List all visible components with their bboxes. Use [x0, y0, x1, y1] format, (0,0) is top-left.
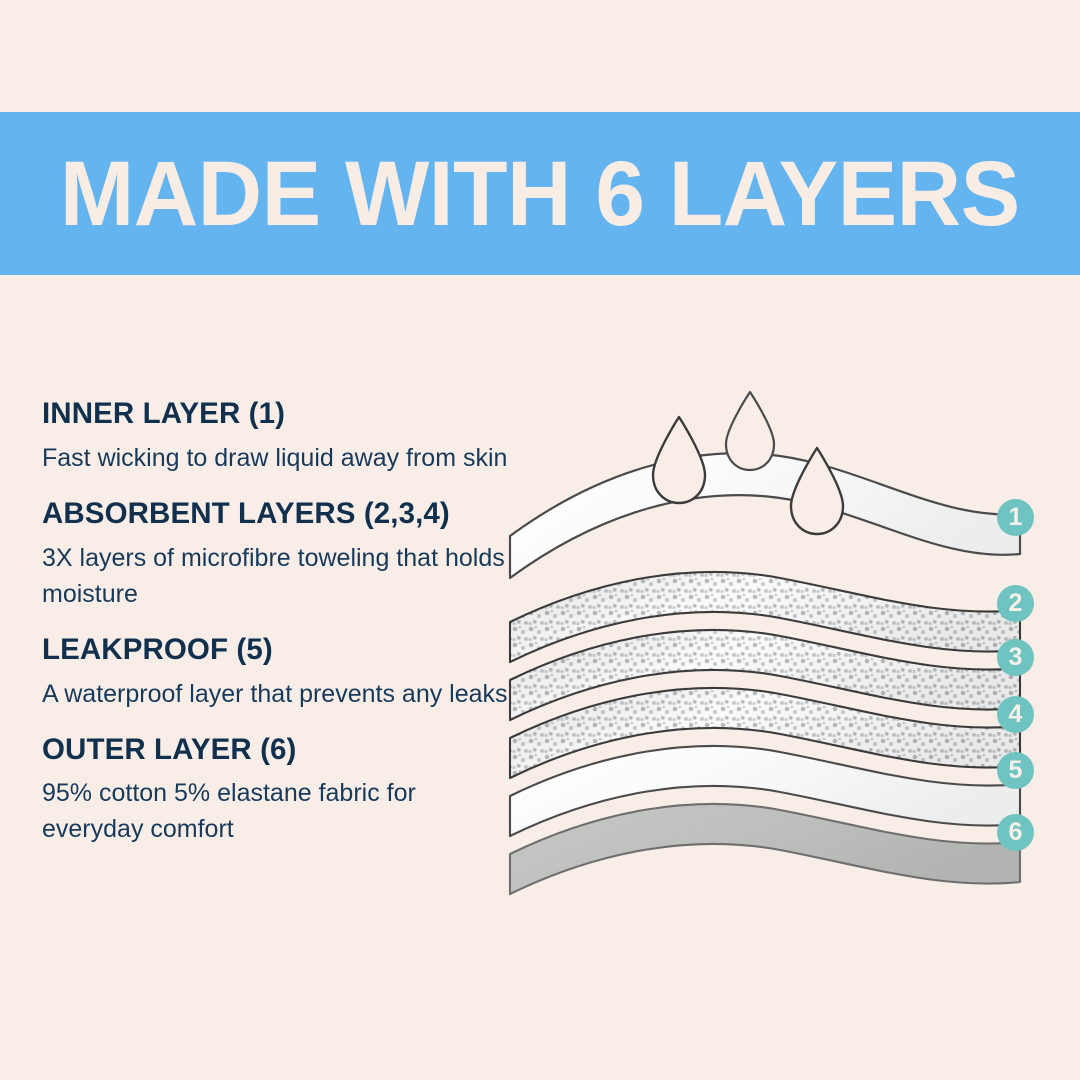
layer-section-inner: INNER LAYER (1) Fast wicking to draw liq…: [42, 398, 517, 476]
layer-section-title: INNER LAYER (1): [42, 397, 286, 430]
layer-1-inner: [508, 452, 1022, 580]
layer-section-outer: OUTER LAYER (6) 95% cotton 5% elastane f…: [42, 732, 517, 848]
layer-6-outer: [508, 802, 1022, 896]
layer-badge-4: 4: [997, 696, 1034, 733]
layer-section-title: OUTER LAYER (6): [42, 732, 297, 766]
layer-description-list: INNER LAYER (1) Fast wicking to draw liq…: [42, 398, 517, 847]
layer-badge-1: 1: [997, 499, 1034, 536]
layer-section-description: A waterproof layer that prevents any lea…: [42, 679, 508, 708]
layer-section-description: Fast wicking to draw liquid away from sk…: [42, 443, 508, 472]
layer-stack-illustration: [480, 370, 1080, 970]
water-droplet-icon: [724, 390, 776, 472]
layer-section-absorbent: ABSORBENT LAYERS (2,3,4) 3X layers of mi…: [42, 496, 517, 612]
layer-section-description: 95% cotton 5% elastane fabric for everyd…: [42, 779, 416, 844]
layer-badge-2: 2: [997, 585, 1034, 622]
layer-section-title: ABSORBENT LAYERS (2,3,4): [42, 496, 450, 530]
water-droplet-icon: [789, 446, 845, 536]
page-title: MADE WITH 6 LAYERS: [60, 142, 1020, 245]
layer-badge-3: 3: [997, 639, 1034, 676]
water-droplet-icon-group: [651, 390, 845, 536]
banner: MADE WITH 6 LAYERS: [0, 112, 1080, 275]
layer-section-title: LEAKPROOF (5): [42, 632, 273, 666]
layer-badge-5: 5: [997, 752, 1034, 789]
layer-badge-6: 6: [997, 814, 1034, 851]
water-droplet-icon: [651, 415, 707, 505]
layer-section-leakproof: LEAKPROOF (5) A waterproof layer that pr…: [42, 632, 517, 712]
layer-section-description: 3X layers of microfibre toweling that ho…: [42, 543, 505, 608]
